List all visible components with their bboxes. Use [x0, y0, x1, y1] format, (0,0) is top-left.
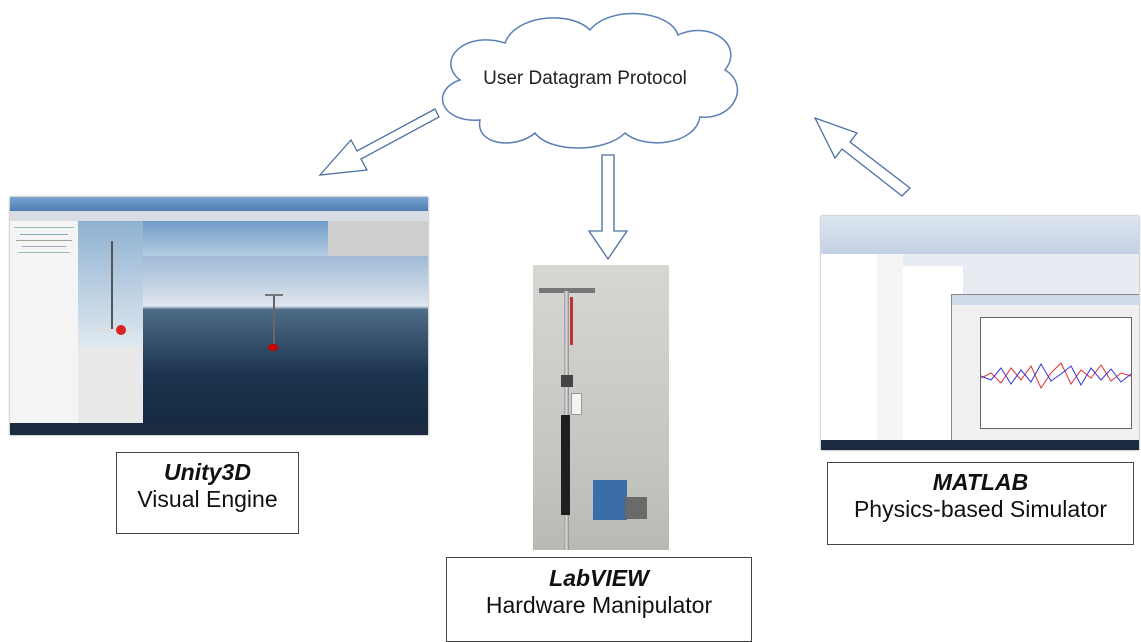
unity3d-caption: Unity3D Visual Engine [116, 452, 299, 534]
cloud-label: User Datagram Protocol [483, 68, 687, 89]
unity3d-name: Unity3D [164, 459, 251, 485]
matlab-screenshot [821, 216, 1139, 450]
unity3d-role: Visual Engine [137, 486, 278, 512]
udp-cloud [441, 12, 739, 149]
labview-name: LabVIEW [549, 565, 649, 591]
labview-hardware-photo [533, 265, 669, 550]
matlab-caption: MATLAB Physics-based Simulator [827, 462, 1134, 545]
matlab-role: Physics-based Simulator [853, 496, 1108, 522]
unity3d-screenshot [10, 197, 428, 435]
arrow-to-labview [587, 154, 629, 261]
matlab-name: MATLAB [932, 469, 1029, 495]
labview-caption: LabVIEW Hardware Manipulator [446, 557, 752, 642]
arrow-from-matlab [813, 116, 911, 197]
labview-role: Hardware Manipulator [485, 592, 713, 618]
arrow-to-unity [318, 108, 440, 176]
